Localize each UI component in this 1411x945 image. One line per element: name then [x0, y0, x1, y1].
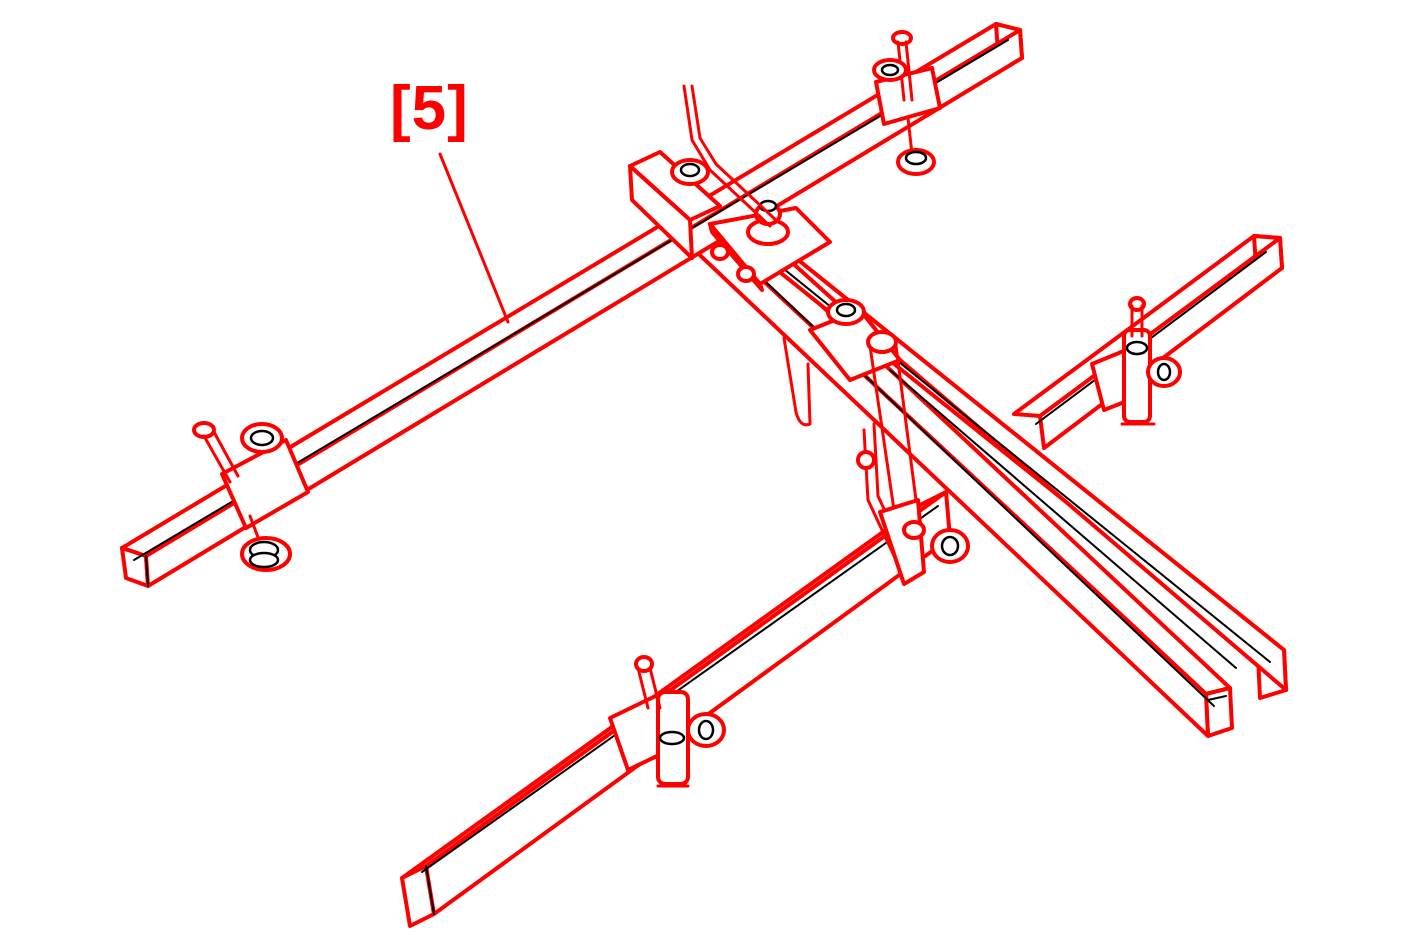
front-bar-clamp: [608, 655, 726, 788]
right-bar-clamp: [1090, 296, 1182, 426]
carriage: [628, 84, 832, 292]
torch: [856, 422, 970, 586]
rear-right-clamp: [872, 30, 942, 176]
callout-leader: [438, 152, 510, 324]
callout-label-5: [5]: [390, 74, 469, 143]
rear-left-clamp: [192, 421, 310, 572]
mid-carriage: [782, 298, 918, 512]
